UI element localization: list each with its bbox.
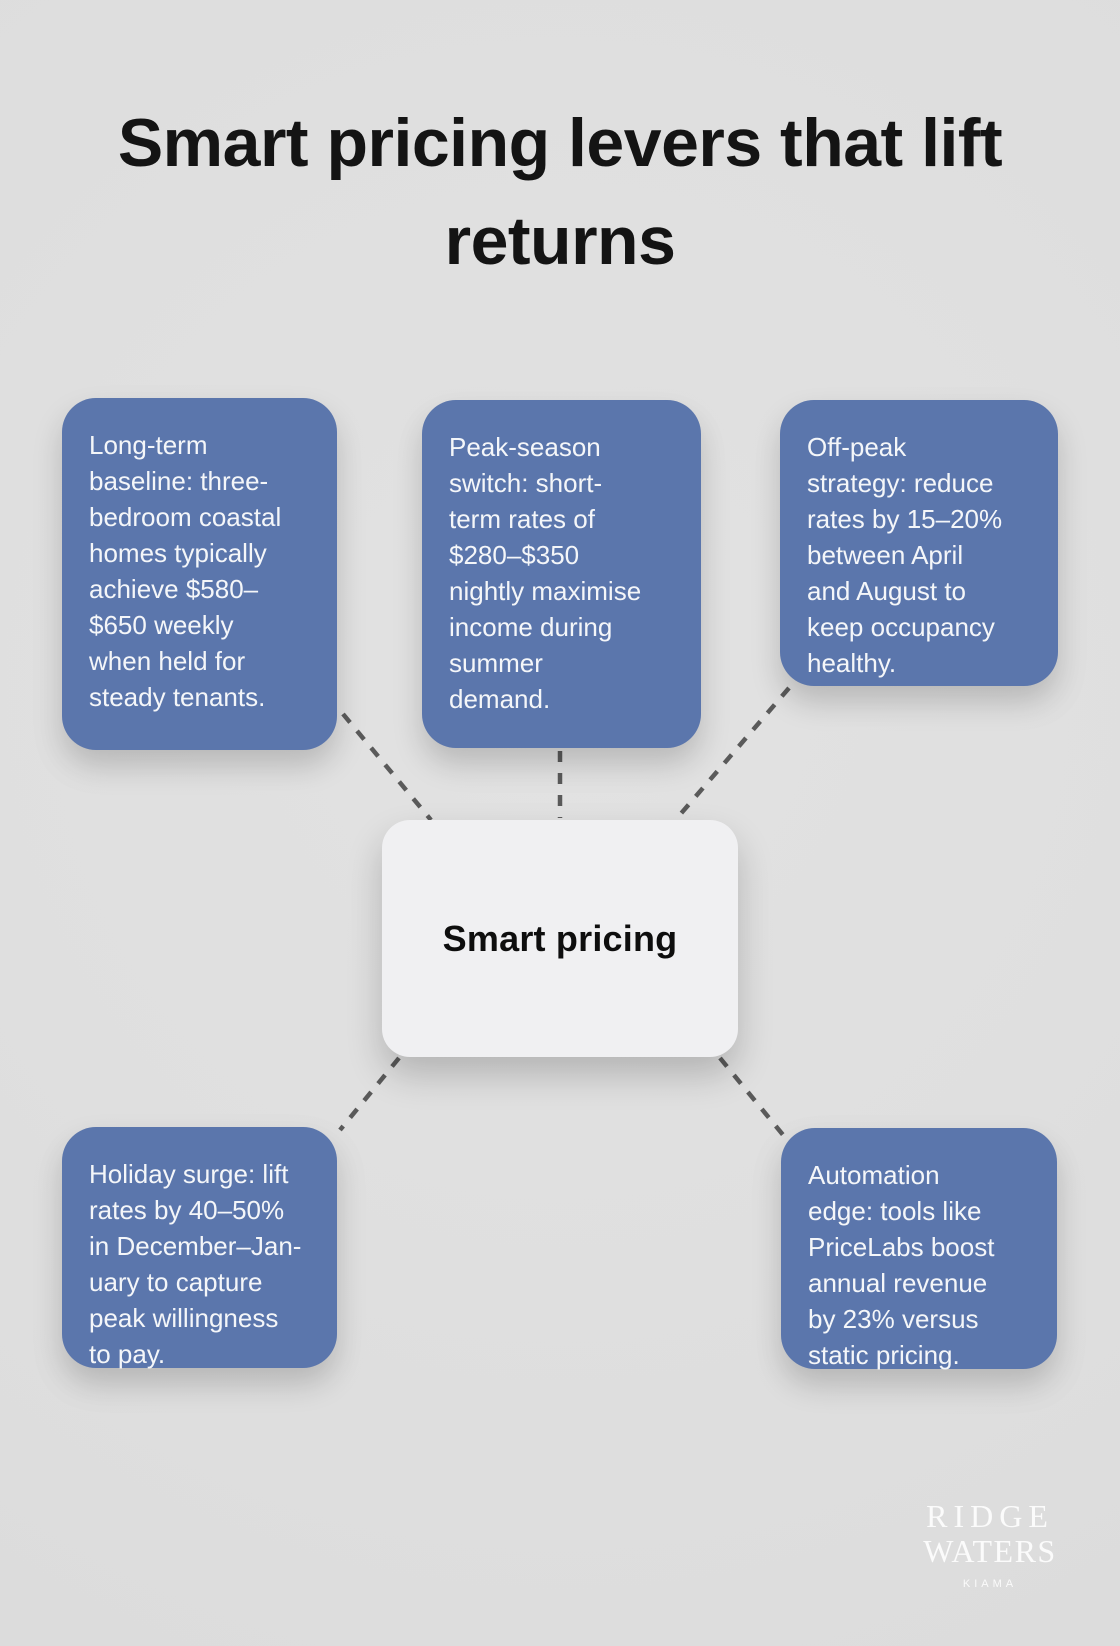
card-text-line: annual revenue	[808, 1268, 988, 1298]
card-text-line: demand.	[449, 684, 551, 714]
card-text-line: Peak-season	[449, 432, 601, 462]
card-text-line: achieve $580–	[89, 574, 259, 604]
card-holiday-surge: Holiday surge: lift rates by 40–50% in Dec…	[62, 1127, 337, 1369]
card-text-line: by 23% versus	[808, 1304, 979, 1334]
card-text-line: $280–$350	[449, 540, 580, 570]
page-title: Smart pricing levers that lift returns	[117, 105, 1003, 279]
card-text-line: when held for	[89, 646, 246, 676]
center-node-smart-pricing: Smart pricing	[382, 820, 738, 1057]
center-node-label: Smart pricing	[442, 917, 678, 959]
connector-line	[718, 1056, 790, 1143]
card-text-line: to pay.	[89, 1339, 166, 1369]
card-text-line: bedroom coastal	[89, 502, 282, 532]
card-off-peak-strategy: Off-peak strategy: reduce rates by 15–20% b…	[780, 400, 1058, 686]
card-long-term-baseline: Long-term baseline: three-bedroom coastal…	[62, 398, 337, 750]
card-text-line: nightly maximise	[449, 576, 642, 606]
card-text-line: rates by 15–20%	[807, 504, 1003, 534]
connector-line	[338, 1056, 401, 1132]
card-text-line: baseline: three-	[89, 466, 269, 496]
card-text-line: peak willingness	[89, 1303, 279, 1333]
card-text-line: and August to	[807, 576, 967, 606]
card-text-line: keep occupancy	[807, 612, 995, 642]
logo-ridge: RIDGE	[926, 1498, 1054, 1534]
card-text-line: healthy.	[807, 648, 897, 678]
card-text-line: summer	[449, 648, 543, 678]
card-text-line: term rates of	[449, 504, 595, 534]
card-text-line: uary to capture	[89, 1267, 263, 1297]
card-text-line: strategy: reduce	[807, 468, 994, 498]
card-text-line: Holiday surge: lift	[89, 1159, 289, 1189]
card-text-line: between April	[807, 540, 964, 570]
card-text-line: Automation	[808, 1160, 940, 1190]
card-text-line: static pricing.	[808, 1340, 960, 1370]
card-text-line: in December–Jan-	[89, 1231, 302, 1261]
card-text-line: rates by 40–50%	[89, 1195, 285, 1225]
card-text-line: PriceLabs boost	[808, 1232, 995, 1262]
card-text-line: steady tenants.	[89, 682, 266, 712]
brand-logo: RIDGE WATERS KIAMA	[880, 1499, 1100, 1590]
card-text-line: Off-peak	[807, 432, 907, 462]
connector-line	[341, 712, 433, 822]
card-text-line: income during	[449, 612, 613, 642]
card-text-line: Long-term	[89, 430, 208, 460]
logo-kiama: KIAMA	[962, 1578, 1018, 1590]
logo-waters: WATERS	[923, 1533, 1057, 1569]
card-text-line: homes typically	[89, 538, 267, 568]
card-text-line: switch: short-	[449, 468, 603, 498]
card-peak-season-switch: Peak-season switch: short-term rates of $2…	[422, 400, 701, 748]
card-text-line: $650 weekly	[89, 610, 234, 640]
card-text-line: edge: tools like	[808, 1196, 982, 1226]
